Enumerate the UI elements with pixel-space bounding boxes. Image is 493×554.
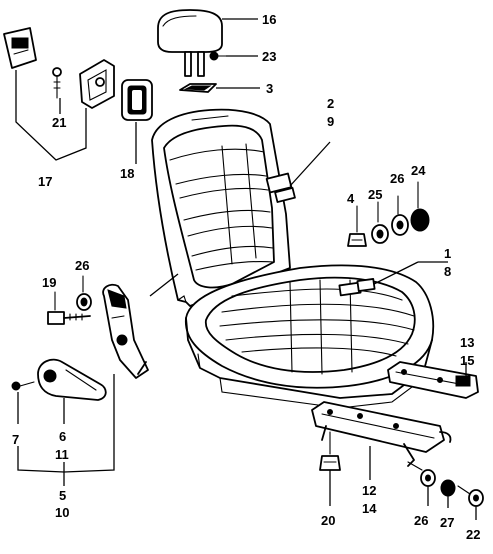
callout-27: 27: [440, 515, 454, 530]
callout-5: 5: [59, 488, 66, 503]
callout-24: 24: [411, 163, 426, 178]
cap-24: [410, 181, 430, 232]
nut-25: [371, 201, 389, 244]
callout-4: 4: [347, 191, 355, 206]
washer-26-right: [391, 195, 409, 236]
callout-15: 15: [460, 353, 474, 368]
screw-23: [209, 51, 227, 61]
seat-back: [151, 108, 296, 307]
callout-6: 6: [59, 429, 66, 444]
recliner-arm: [102, 283, 149, 379]
callout-2: 2: [327, 96, 334, 111]
bolt-22: [457, 485, 484, 507]
screw-7: [11, 381, 35, 391]
callout-18: 18: [120, 166, 134, 181]
callout-8: 8: [444, 264, 451, 279]
callout-11: 11: [55, 447, 69, 462]
bolt-20: [319, 431, 341, 471]
callout-10: 10: [55, 505, 69, 520]
headrest: [157, 9, 223, 77]
callout-21: 21: [52, 115, 66, 130]
washer-26-bottom: [407, 461, 436, 487]
seat-cushion: [185, 264, 435, 409]
bolt-19: [47, 291, 91, 325]
callout-9: 9: [327, 114, 334, 129]
callout-1: 1: [444, 246, 451, 261]
seat-rail-lower: [311, 401, 452, 467]
guide-3: [179, 83, 217, 93]
callout-14: 14: [362, 501, 377, 516]
callout-12: 12: [362, 483, 376, 498]
callout-16: 16: [262, 12, 276, 27]
leader-17: [15, 70, 87, 161]
callout-7: 7: [12, 432, 19, 447]
callout-17: 17: [38, 174, 52, 189]
seat-rail-upper: [387, 361, 479, 399]
callout-22: 22: [466, 527, 480, 542]
bolt-4: [347, 205, 367, 247]
callout-20: 20: [321, 513, 335, 528]
callout-25: 25: [368, 187, 382, 202]
recliner-knob-6: [37, 358, 107, 401]
callout-23: 23: [262, 49, 276, 64]
callout-13: 13: [460, 335, 474, 350]
callout-26-bottom: 26: [414, 513, 428, 528]
callout-26-left: 26: [75, 258, 89, 273]
callout-26-right: 26: [390, 171, 404, 186]
callout-19: 19: [42, 275, 56, 290]
bezel-18: [121, 79, 153, 121]
latch-cover: [3, 27, 37, 69]
leader-1-8: [373, 261, 419, 285]
nut-27: [440, 479, 456, 497]
leader-seat-arm: [149, 273, 179, 297]
leader-2-9: [289, 141, 331, 187]
washer-26-left: [76, 275, 92, 311]
callout-3: 3: [266, 81, 273, 96]
screw-21: [52, 67, 62, 99]
trim-plate: [79, 59, 115, 109]
